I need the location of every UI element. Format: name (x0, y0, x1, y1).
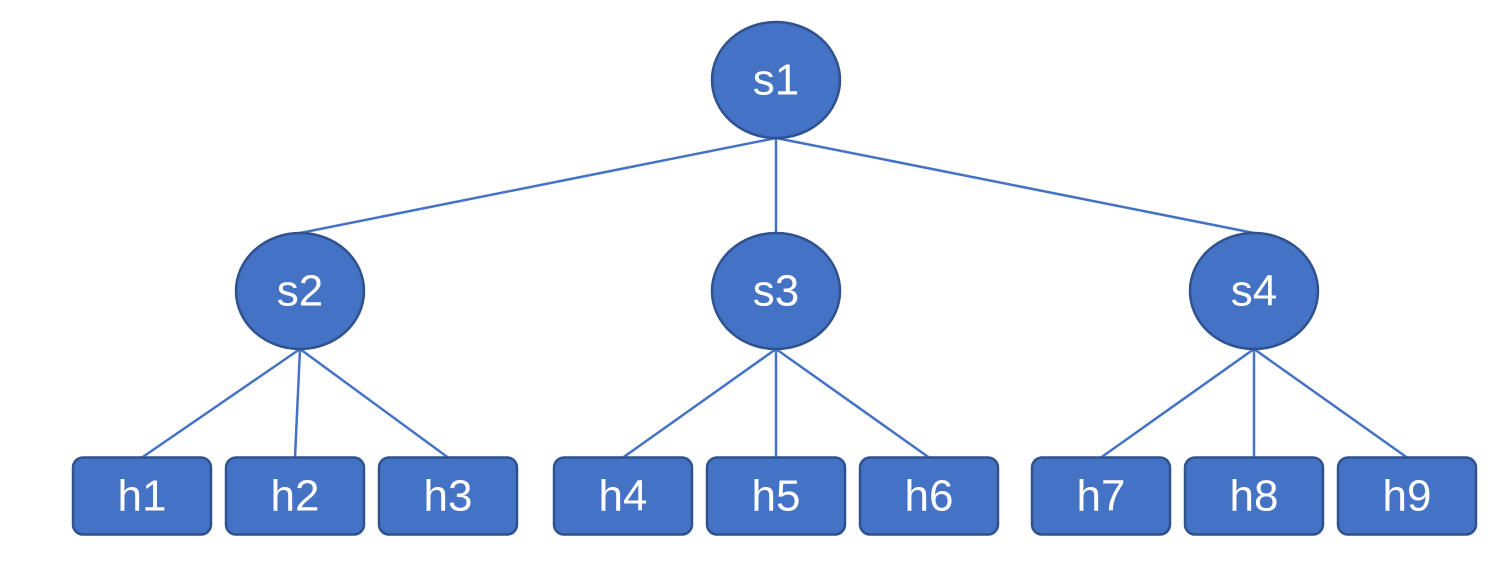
host-node-h5: h5 (705, 456, 847, 536)
link-s4-h7 (1100, 347, 1255, 459)
host-label: h6 (905, 472, 954, 521)
link-s2-h1 (141, 347, 301, 459)
switch-node-s2: s2 (234, 231, 366, 351)
links-layer (141, 136, 1408, 459)
switch-node-s3: s3 (710, 231, 842, 351)
host-label: h7 (1077, 472, 1126, 521)
switch-shape (234, 231, 366, 351)
host-label: h4 (599, 472, 648, 521)
host-node-h8: h8 (1183, 456, 1325, 536)
host-node-h7: h7 (1030, 456, 1172, 536)
host-shape (1336, 456, 1478, 536)
switch-label: s1 (753, 56, 799, 105)
host-node-h6: h6 (858, 456, 1000, 536)
switch-label: s2 (277, 267, 323, 316)
host-shape (71, 456, 213, 536)
link-s3-h6 (775, 347, 930, 459)
host-label: h3 (424, 472, 473, 521)
switch-label: s4 (1231, 267, 1277, 316)
link-s2-h2 (293, 348, 302, 458)
link-s2-h3 (299, 347, 449, 459)
host-label: h1 (118, 472, 167, 521)
link-s1-s4 (775, 136, 1255, 235)
host-shape (552, 456, 694, 536)
link-s1-s2 (299, 136, 777, 235)
host-label: h5 (752, 472, 801, 521)
host-node-h4: h4 (552, 456, 694, 536)
host-node-h9: h9 (1336, 456, 1478, 536)
switch-shape (710, 20, 842, 140)
switch-node-s4: s4 (1188, 231, 1320, 351)
switch-shape (1188, 231, 1320, 351)
switch-node-s1: s1 (710, 20, 842, 140)
host-node-h3: h3 (377, 456, 519, 536)
host-shape (224, 456, 366, 536)
host-label: h2 (271, 472, 320, 521)
switch-label: s3 (753, 267, 799, 316)
host-shape (858, 456, 1000, 536)
host-node-h2: h2 (224, 456, 366, 536)
host-node-h1: h1 (71, 456, 213, 536)
host-label: h8 (1230, 472, 1279, 521)
link-s4-h9 (1253, 347, 1408, 459)
switch-shape (710, 231, 842, 351)
host-shape (705, 456, 847, 536)
host-label: h9 (1383, 472, 1432, 521)
host-shape (377, 456, 519, 536)
nodes-layer: s1 s2 s3 s4 h1 h2 h3 h4 h5 h6 h7 h8 h9 (71, 20, 1478, 536)
host-shape (1183, 456, 1325, 536)
link-s3-h4 (622, 347, 777, 459)
host-shape (1030, 456, 1172, 536)
